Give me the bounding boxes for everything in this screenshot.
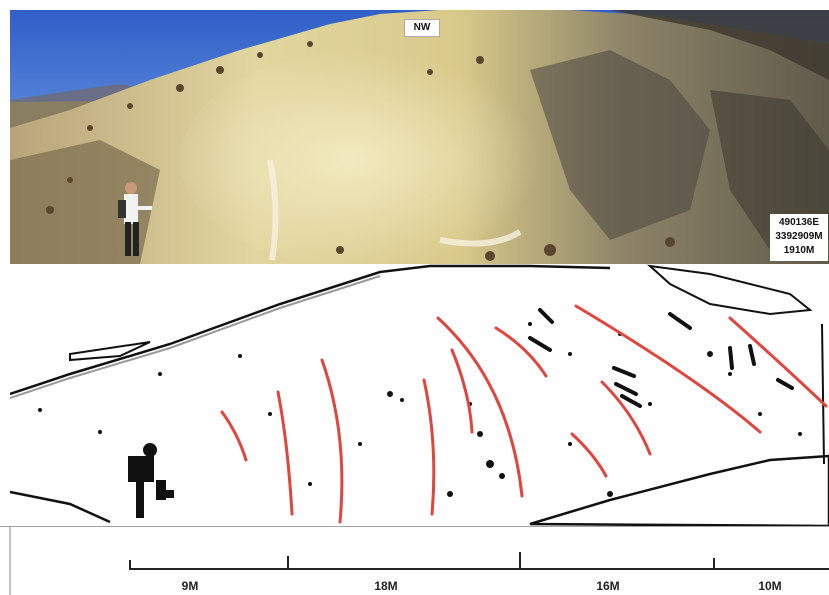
hill-outline — [10, 264, 611, 396]
lower-right-block — [529, 454, 829, 526]
left-slope — [10, 140, 160, 264]
fracture-traces — [220, 304, 828, 524]
outcrop-sketch — [10, 264, 829, 526]
pale-vein — [439, 229, 522, 247]
orientation-label: NW — [404, 19, 440, 37]
fracture-trace — [574, 304, 762, 434]
northing-text: 3392909M — [775, 231, 823, 242]
fracture-trace — [600, 380, 652, 456]
sketch-drawing — [10, 264, 829, 526]
geologist-silhouette — [128, 443, 174, 518]
scale-bar — [0, 526, 829, 595]
scale-label: 18M — [374, 579, 398, 593]
fracture-trace — [728, 316, 828, 408]
dark-bands — [528, 308, 794, 408]
left-lens — [69, 341, 151, 362]
fracture-trace — [436, 316, 524, 498]
upper-right-block — [646, 264, 813, 316]
outcrop-photo: NW 490136E 3392909M 1910M — [10, 10, 829, 264]
scale-label: 10M — [758, 579, 782, 593]
geologist-figure — [118, 182, 152, 256]
right-edge — [821, 323, 825, 465]
base-line — [10, 490, 111, 524]
fracture-trace — [220, 410, 248, 462]
scale-label: 9M — [181, 579, 199, 593]
fracture-trace — [450, 348, 474, 434]
photo-drawing — [10, 10, 829, 264]
fracture-trace — [494, 326, 548, 378]
hill-outline-shadow — [10, 275, 381, 399]
shrubs — [46, 41, 675, 261]
coordinates-box: 490136E 3392909M 1910M — [770, 214, 828, 261]
dark-ridge — [610, 10, 829, 80]
pale-vein — [267, 159, 279, 261]
fracture-trace — [570, 432, 608, 478]
elevation-text: 1910M — [783, 245, 815, 256]
fracture-trace — [422, 378, 436, 516]
fracture-trace — [276, 390, 294, 516]
scale-bar-lines — [0, 526, 829, 595]
rock-patch — [710, 90, 829, 250]
rock-patch — [530, 50, 710, 240]
easting-text: 490136E — [778, 217, 820, 228]
altered-zone — [180, 50, 560, 264]
scale-label: 16M — [596, 579, 620, 593]
fracture-trace — [320, 358, 344, 524]
